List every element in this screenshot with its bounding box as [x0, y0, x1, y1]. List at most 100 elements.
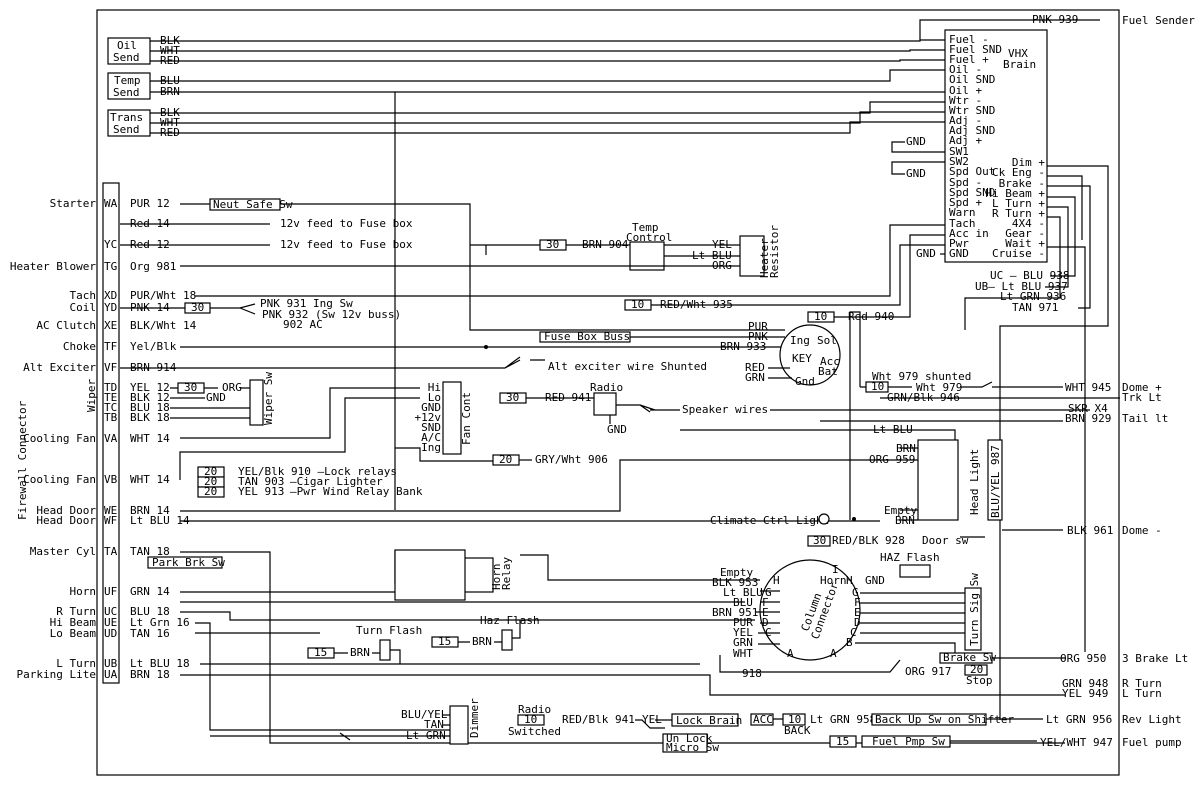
fan-pin: Ing: [421, 441, 441, 454]
wire-918: 918: [742, 667, 762, 680]
fuse-value: 20: [970, 663, 983, 676]
wire-ltgrn956: Lt GRN 956: [1046, 713, 1112, 726]
fuse-value: 10: [871, 380, 884, 393]
fuse-value: 10: [788, 713, 801, 726]
firewall-connector-title: Firewall Connector: [16, 400, 29, 520]
fuse-value: 20: [204, 475, 217, 488]
temp-control-box: [629, 241, 665, 271]
heater-resistor-label: Resistor: [768, 225, 781, 278]
wire-label: GRN 14: [130, 585, 170, 598]
radio-box: [593, 392, 617, 416]
col-wire: BRN 951: [712, 606, 758, 619]
wire-blk953: BLK 953: [712, 576, 758, 589]
fan-pin: GND: [421, 401, 441, 414]
col-letter: E: [854, 606, 861, 619]
vhx-pin: Pwr: [949, 237, 969, 250]
wire-label: BLK 12: [130, 391, 170, 404]
vhx-pin: Wait +: [1005, 237, 1045, 250]
wire-ac902: 902 AC: [283, 318, 323, 331]
fan-pin: A/C: [421, 431, 441, 444]
vhx-title: Brain: [1003, 58, 1036, 71]
pin-code: TB: [104, 411, 118, 424]
label-3-brake: 3 Brake Lt: [1122, 652, 1188, 665]
wire-red-blk928: RED/BLK 928: [832, 534, 905, 547]
pin-code: XE: [104, 319, 117, 332]
vhx-pin: Oil SND: [949, 73, 995, 86]
red940-wire: [834, 234, 945, 318]
wire-red941: RED 941: [545, 391, 591, 404]
wire-ltgrn958: Lt GRN 958: [810, 713, 876, 726]
climate-ctrl-light: [818, 513, 830, 525]
vhx-ground-stubs: [891, 141, 945, 255]
vhx-pin: Spd +: [949, 196, 982, 209]
fuse-20-stop: [964, 664, 988, 676]
fuse-value: 30: [184, 381, 197, 394]
connector-wire-labels: PUR 12 Red 14 Red 12 Org 981 PUR/Wht 18 …: [130, 197, 197, 681]
label-cooling-fan-2: Cooling Fan: [23, 473, 96, 486]
vhx-pin: Tach: [949, 217, 976, 230]
wire-red-wht935: RED/Wht 935: [660, 298, 733, 311]
wire-label: BLU 18: [130, 401, 170, 414]
wire-label: Lt Grn 16: [130, 616, 190, 629]
fuse-30-coil: [184, 302, 211, 314]
fan-pin: +12v: [415, 411, 442, 424]
column-connector: [759, 559, 861, 661]
turn-sig-label: Turn Sig Sw: [968, 573, 981, 646]
unlock-label: Micro Sw: [666, 741, 719, 754]
horn-relay-label: Relay: [500, 557, 513, 590]
label-rev-light: Rev Light: [1122, 713, 1182, 726]
wire-pnk: PNK: [748, 330, 768, 343]
dome-fuse-strip: [987, 439, 1003, 521]
stop-label: Stop: [966, 674, 993, 687]
wire-grn948: GRN 948: [1062, 677, 1108, 690]
feed-label-2: 12v feed to Fuse box: [280, 238, 413, 251]
col-wire: YEL: [733, 626, 753, 639]
wire-org: ORG: [712, 259, 732, 272]
climate-ctrl-label: Climate Ctrl Light: [710, 514, 829, 527]
label-tach: Tach: [70, 289, 97, 302]
pin-code: TF: [104, 340, 117, 353]
label-cooling-fan-1: Cooling Fan: [23, 432, 96, 445]
key-red-grn-wires: [768, 367, 792, 379]
fuse-value: 10: [631, 298, 644, 311]
pin-code: WE: [104, 504, 117, 517]
vhx-pin: Adj -: [949, 114, 982, 127]
dome-trk-wires: [849, 311, 1120, 520]
door-sw-label: Door sw: [922, 534, 969, 547]
wire-uc-blu938: UC — BLU 938: [990, 269, 1069, 282]
wire-brn904: BRN 904: [582, 238, 629, 251]
accessory-fuses: 20 YEL/Blk 910 —Lock relays 20 TAN 903 —…: [197, 465, 423, 498]
label-l-turn-out: L Turn: [1122, 687, 1162, 700]
label-trk-lt: Trk Lt: [1122, 391, 1162, 404]
junction-dot: [852, 517, 856, 521]
haz-flash-2-box: [899, 564, 931, 578]
vhx-power-wire: [651, 244, 945, 306]
park-brake-switch: [147, 556, 223, 569]
fuse-10-radio: [517, 714, 545, 726]
pin-code: UD: [104, 627, 117, 640]
temp-send-label: Send: [113, 86, 140, 99]
column-left-wires: Lt BLU BLU BRN 951 PUR YEL GRN WHT: [712, 586, 763, 660]
dimmer-switch: [449, 705, 469, 745]
vhx-pin: Fuel -: [949, 33, 989, 46]
pin-code: WA: [104, 197, 118, 210]
wire-label: PUR 12: [130, 197, 170, 210]
fuse-value: 30: [813, 534, 826, 547]
vhx-left-pins: Fuel - Fuel SND Fuel + Oil - Oil SND Oil…: [949, 33, 1002, 260]
column-letters-right: I H G F E D C B A: [830, 563, 861, 660]
unlock-micro-switch: [662, 733, 708, 753]
turn-sig-switch: [964, 587, 982, 651]
wire-tan971: TAN 971: [1012, 301, 1058, 314]
sender-wires: [150, 39, 945, 510]
temp-send-label: Temp: [114, 74, 141, 87]
brake-sw-label: Brake Sw: [943, 651, 996, 664]
wire-brn929: BRN 929: [1065, 412, 1111, 425]
gnd-label: GND: [206, 391, 226, 404]
fuse-value: 30: [191, 301, 204, 314]
col-letter: G: [852, 586, 859, 599]
vhx-pin: Gear -: [1005, 227, 1045, 240]
fan-pin: SND: [421, 421, 441, 434]
vhx-pin: Brake -: [999, 177, 1045, 190]
wire-yel2: YEL: [642, 713, 662, 726]
col-letter: C: [850, 626, 857, 639]
